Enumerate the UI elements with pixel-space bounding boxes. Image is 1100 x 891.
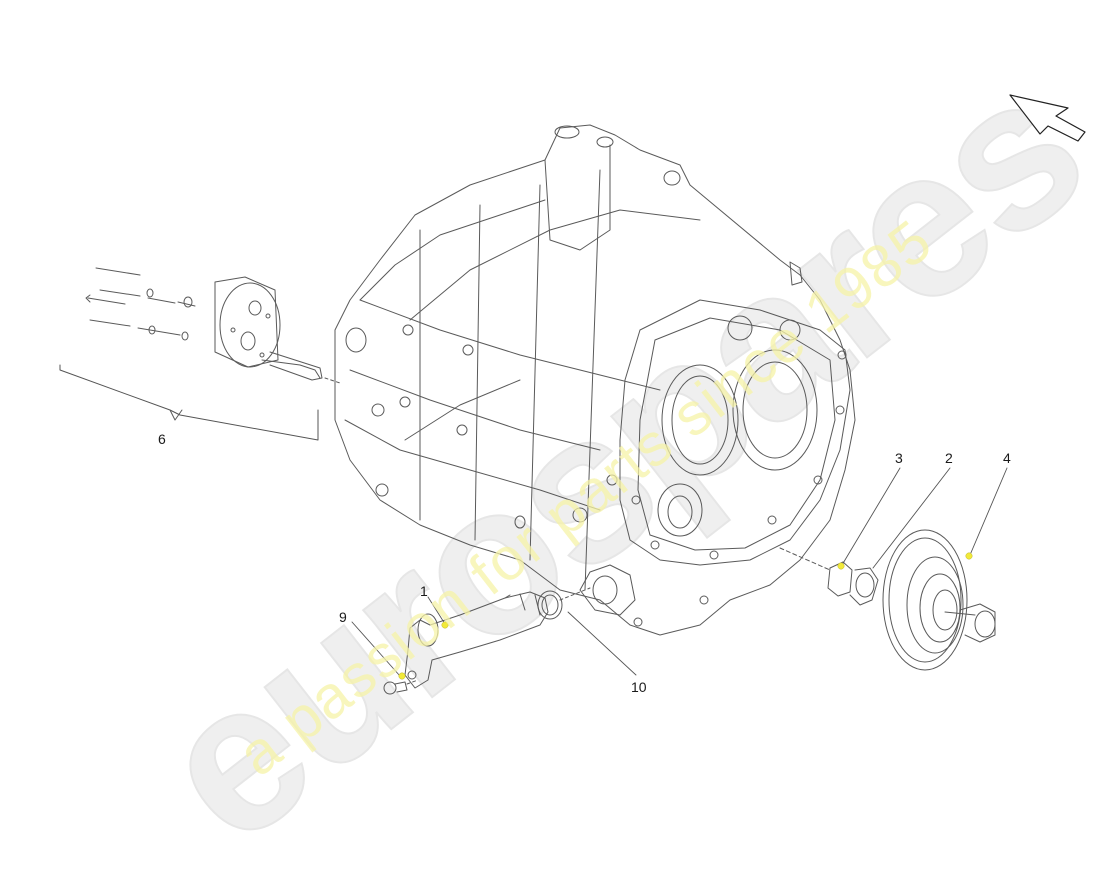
- callout-10: 10: [631, 679, 647, 695]
- diagram-drawing: [59, 94, 1086, 695]
- callout-3: 3: [895, 450, 903, 466]
- marker-part-1: [441, 621, 449, 629]
- part-6-cover-assembly: [59, 267, 341, 441]
- part-markers: [398, 552, 973, 680]
- gearbox-housing: [334, 124, 856, 636]
- callout-4: 4: [1003, 450, 1011, 466]
- marker-part-4: [965, 552, 973, 560]
- callout-9: 9: [339, 609, 347, 625]
- marker-part-9: [398, 672, 406, 680]
- callout-1: 1: [420, 583, 428, 599]
- callout-6: 6: [158, 431, 166, 447]
- part-gear-assembly: [779, 529, 996, 671]
- part-1-shaft: [404, 587, 591, 689]
- direction-arrow-icon: [1009, 94, 1086, 142]
- leader-lines: [351, 467, 1008, 677]
- parts-diagram: eurospares: [59, 29, 1100, 889]
- callout-2: 2: [945, 450, 953, 466]
- part-9-bolt: [383, 679, 419, 695]
- marker-part-3: [837, 562, 845, 570]
